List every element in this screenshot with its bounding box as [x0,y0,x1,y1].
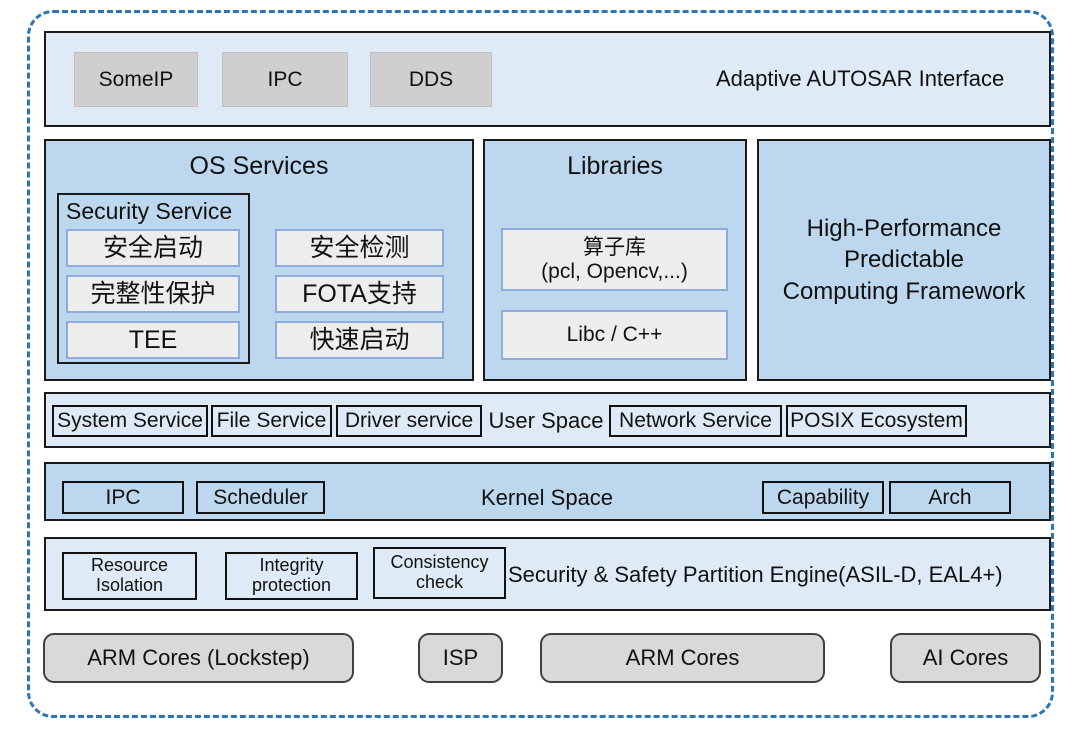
library-item-libc-cpp[interactable]: Libc / C++ [501,310,728,360]
os-item-fast-boot[interactable]: 快速启动 [275,321,444,359]
libraries-title: Libraries [567,151,663,180]
user-space-tag-system-service[interactable]: System Service [52,405,208,437]
safety-tag-resource-isolation[interactable]: Resource Isolation [62,552,197,600]
safety-tag-consistency-check-line1: Consistency [390,552,489,573]
kernel-space-tag-arch[interactable]: Arch [889,481,1011,514]
hpc-line-1: High-Performance [806,215,1002,243]
os-item-security-detection[interactable]: 安全检测 [275,229,444,267]
user-space-tag-network-service[interactable]: Network Service [609,405,782,437]
library-item-operator-lib-line1: 算子库 [583,235,646,259]
security-service-title: Security Service [66,198,233,224]
os-item-fota-support[interactable]: FOTA支持 [275,275,444,313]
library-item-operator-lib[interactable]: 算子库 (pcl, Opencv,...) [501,228,728,291]
hw-chip-isp[interactable]: ISP [418,633,503,683]
safety-tag-integrity-protection[interactable]: Integrity protection [225,552,358,600]
user-space-tag-posix-ecosystem[interactable]: POSIX Ecosystem [786,405,967,437]
security-service-group [57,193,250,364]
chip-someip[interactable]: SomeIP [74,52,198,107]
safety-partition-label: Security & Safety Partition Engine(ASIL-… [508,562,1003,587]
kernel-space-label: Kernel Space [480,484,614,510]
user-space-label: User Space [488,408,604,433]
security-item-integrity-protection[interactable]: 完整性保护 [66,275,240,313]
security-item-tee[interactable]: TEE [66,321,240,359]
user-space-tag-file-service[interactable]: File Service [211,405,332,437]
safety-tag-resource-isolation-line2: Isolation [95,575,164,595]
hpc-framework-label: High-Performance Predictable Computing F… [757,139,1051,381]
os-services-title: OS Services [189,151,329,180]
safety-tag-consistency-check[interactable]: Consistency check [373,547,506,599]
hpc-line-3: Computing Framework [782,277,1026,305]
safety-tag-consistency-check-line2: check [415,572,464,592]
hw-chip-arm-cores[interactable]: ARM Cores [540,633,825,683]
user-space-tag-driver-service[interactable]: Driver service [336,405,482,437]
outer-dashed-boundary [27,10,1054,718]
kernel-space-tag-capability[interactable]: Capability [762,481,884,514]
adaptive-autosar-interface-panel [44,31,1051,127]
hw-chip-ai-cores[interactable]: AI Cores [890,633,1041,683]
chip-dds[interactable]: DDS [370,52,492,107]
hw-chip-arm-cores-lockstep[interactable]: ARM Cores (Lockstep) [43,633,354,683]
kernel-space-tag-ipc[interactable]: IPC [62,481,184,514]
safety-tag-resource-isolation-line1: Resource [90,555,169,576]
safety-partition-panel [44,537,1051,611]
chip-ipc[interactable]: IPC [222,52,348,107]
hpc-line-2: Predictable [843,246,965,274]
safety-tag-integrity-protection-line1: Integrity [259,555,324,576]
library-item-operator-lib-line2: (pcl, Opencv,...) [541,259,688,283]
hpc-framework-panel [757,139,1051,381]
adaptive-autosar-interface-label: Adaptive AUTOSAR Interface [716,66,1005,91]
security-item-secure-boot[interactable]: 安全启动 [66,229,240,267]
kernel-space-tag-scheduler[interactable]: Scheduler [196,481,325,514]
safety-tag-integrity-protection-line2: protection [251,575,332,595]
